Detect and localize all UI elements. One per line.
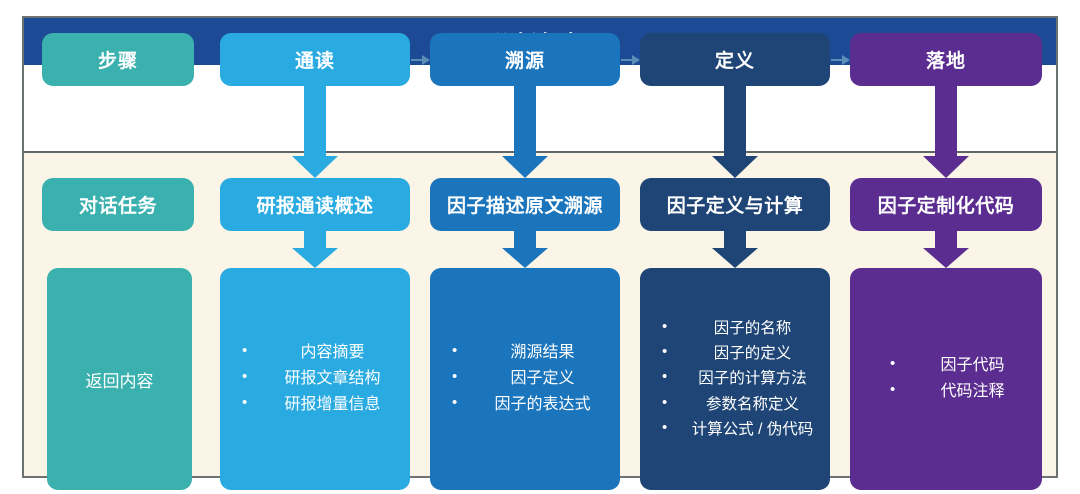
list-item: 因子定义 <box>452 365 620 392</box>
task-box-2-label: 因子描述原文溯源 <box>446 196 603 217</box>
arrow-stem <box>304 231 326 248</box>
step-box-2[interactable]: 溯源 <box>430 33 620 86</box>
list-item: 因子代码 <box>890 352 1042 379</box>
list-item: 计算公式 / 伪代码 <box>662 416 830 442</box>
down-arrow-icon-step-to-task-1 <box>292 86 338 178</box>
list-item: 溯源结果 <box>452 339 620 366</box>
down-arrow-icon-step-to-task-4 <box>923 86 969 178</box>
bullet-list-4: 因子代码 代码注释 <box>850 352 1042 405</box>
arrow-head <box>923 248 969 268</box>
list-item: 因子的计算方法 <box>662 365 830 391</box>
bullet-list-3: 因子的名称 因子的定义 因子的计算方法 参数名称定义 计算公式 / 伪代码 <box>640 315 830 442</box>
arrow-shaft <box>621 58 633 61</box>
task-box-4[interactable]: 因子定制化代码 <box>850 178 1042 231</box>
arrow-stem <box>935 231 957 248</box>
arrow-stem <box>304 86 326 156</box>
list-item: 研报文章结构 <box>242 365 410 392</box>
down-arrow-icon-step-to-task-3 <box>712 86 758 178</box>
list-item: 因子的名称 <box>662 315 830 341</box>
step-box-1[interactable]: 通读 <box>220 33 410 86</box>
list-item: 代码注释 <box>890 378 1042 405</box>
arrow-stem <box>514 231 536 248</box>
step-box-3[interactable]: 定义 <box>640 33 830 86</box>
step-box-4[interactable]: 落地 <box>850 33 1042 86</box>
arrow-head <box>712 156 758 178</box>
arrow-stem <box>935 86 957 156</box>
task-box-0-label: 对话任务 <box>78 196 157 217</box>
content-box-0-label: 返回内容 <box>85 371 154 391</box>
step-box-0-label: 步骤 <box>97 51 138 72</box>
arrow-head <box>502 248 548 268</box>
arrow-head <box>292 156 338 178</box>
list-item: 参数名称定义 <box>662 391 830 417</box>
arrow-stem <box>514 86 536 156</box>
arrow-head <box>923 156 969 178</box>
diagram-frame: 分析框架 步骤 通读 溯源 定义 落地 <box>22 16 1058 490</box>
step-connector-arrow-icon-3 <box>831 54 850 65</box>
down-arrow-icon-task-to-content-4 <box>923 231 969 268</box>
list-item: 内容摘要 <box>242 339 410 366</box>
step-box-4-label: 落地 <box>925 51 966 72</box>
arrow-head <box>292 248 338 268</box>
bullet-list-2: 溯源结果 因子定义 因子的表达式 <box>430 339 620 418</box>
task-box-3-label: 因子定义与计算 <box>666 196 804 217</box>
arrow-head <box>632 54 640 65</box>
task-box-0[interactable]: 对话任务 <box>42 178 194 231</box>
down-arrow-icon-task-to-content-3 <box>712 231 758 268</box>
down-arrow-icon-task-to-content-2 <box>502 231 548 268</box>
arrow-shaft <box>831 58 843 61</box>
content-box-4[interactable]: 因子代码 代码注释 <box>850 268 1042 490</box>
arrow-stem <box>724 231 746 248</box>
list-item: 因子的表达式 <box>452 391 620 418</box>
step-box-2-label: 溯源 <box>504 51 545 72</box>
bullet-list-1: 内容摘要 研报文章结构 研报增量信息 <box>220 339 410 418</box>
step-box-0[interactable]: 步骤 <box>42 33 194 86</box>
task-box-3[interactable]: 因子定义与计算 <box>640 178 830 231</box>
content-box-1[interactable]: 内容摘要 研报文章结构 研报增量信息 <box>220 268 410 490</box>
arrow-stem <box>724 86 746 156</box>
down-arrow-icon-task-to-content-1 <box>292 231 338 268</box>
step-box-1-label: 通读 <box>294 51 335 72</box>
task-box-4-label: 因子定制化代码 <box>877 196 1015 217</box>
list-item: 因子的定义 <box>662 340 830 366</box>
step-connector-arrow-icon-1 <box>411 54 430 65</box>
arrow-head <box>422 54 430 65</box>
content-box-2[interactable]: 溯源结果 因子定义 因子的表达式 <box>430 268 620 490</box>
step-connector-arrow-icon-2 <box>621 54 640 65</box>
arrow-shaft <box>411 58 423 61</box>
content-box-3[interactable]: 因子的名称 因子的定义 因子的计算方法 参数名称定义 计算公式 / 伪代码 <box>640 268 830 490</box>
task-box-1-label: 研报通读概述 <box>256 196 374 217</box>
list-item: 研报增量信息 <box>242 391 410 418</box>
arrow-head <box>502 156 548 178</box>
task-box-1[interactable]: 研报通读概述 <box>220 178 410 231</box>
arrow-head <box>712 248 758 268</box>
task-box-2[interactable]: 因子描述原文溯源 <box>430 178 620 231</box>
step-box-3-label: 定义 <box>714 51 755 72</box>
down-arrow-icon-step-to-task-2 <box>502 86 548 178</box>
content-box-0[interactable]: 返回内容 <box>47 268 192 490</box>
arrow-head <box>842 54 850 65</box>
